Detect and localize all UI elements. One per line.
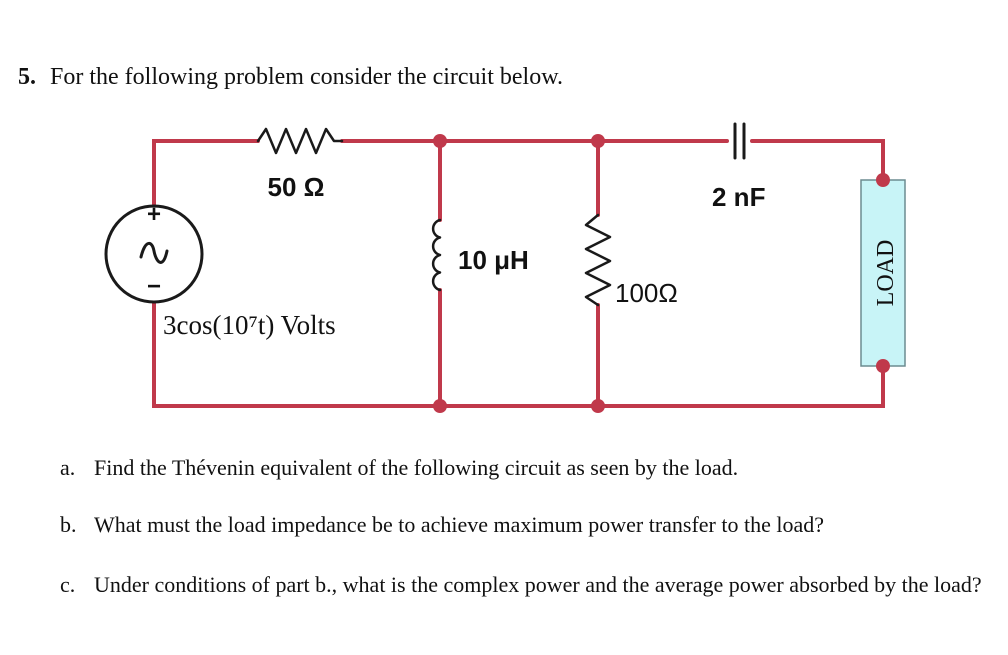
problem-title: 5. For the following problem consider the… [18,64,563,91]
load-box [860,179,906,367]
inductor-label: 10 μH [458,245,529,275]
resistor-series-symbol [256,127,344,155]
sine-wave-icon [139,242,169,264]
source-label: 3cos(10⁷t) Volts [163,310,336,340]
resistor-shunt-symbol [584,213,612,307]
question-letter: c. [60,572,76,597]
question-b: b. What must the load impedance be to ach… [60,511,990,538]
junction-dot [433,134,447,148]
question-a: a. Find the Thévenin equivalent of the fo… [60,454,990,481]
question-letter: a. [60,455,76,480]
junction-dot [591,134,605,148]
junction-dot [876,359,890,373]
inductor-symbol [431,218,442,292]
problem-number: 5. [18,64,36,90]
junction-dot [591,399,605,413]
wires [152,139,885,408]
question-c: c. Under conditions of part b., what is t… [60,571,990,598]
question-text: Under conditions of part b., what is the… [94,572,982,597]
source-plus: + [147,201,161,228]
junction-dots [433,134,890,413]
resistor-shunt-label: 100Ω [615,278,678,308]
components [104,122,746,307]
question-text: What must the load impedance be to achie… [94,512,825,537]
wire-top-right [750,139,885,182]
junction-dot [433,399,447,413]
circuit-diagram: + − LOAD 50 Ω 10 μH 100Ω 2 nF 3cos(10⁷t)… [104,122,906,413]
capacitor-label: 2 nF [712,182,765,212]
load-label: LOAD [873,240,899,307]
question-text: Find the Thévenin equivalent of the foll… [94,455,739,480]
wire-top-left [152,139,260,212]
wire-bottom [152,296,885,408]
problem-statement: For the following problem consider the c… [50,64,563,90]
junction-dot [876,173,890,187]
source-minus: − [147,273,161,300]
resistor-series-label: 50 Ω [268,172,325,202]
question-letter: b. [60,512,77,537]
